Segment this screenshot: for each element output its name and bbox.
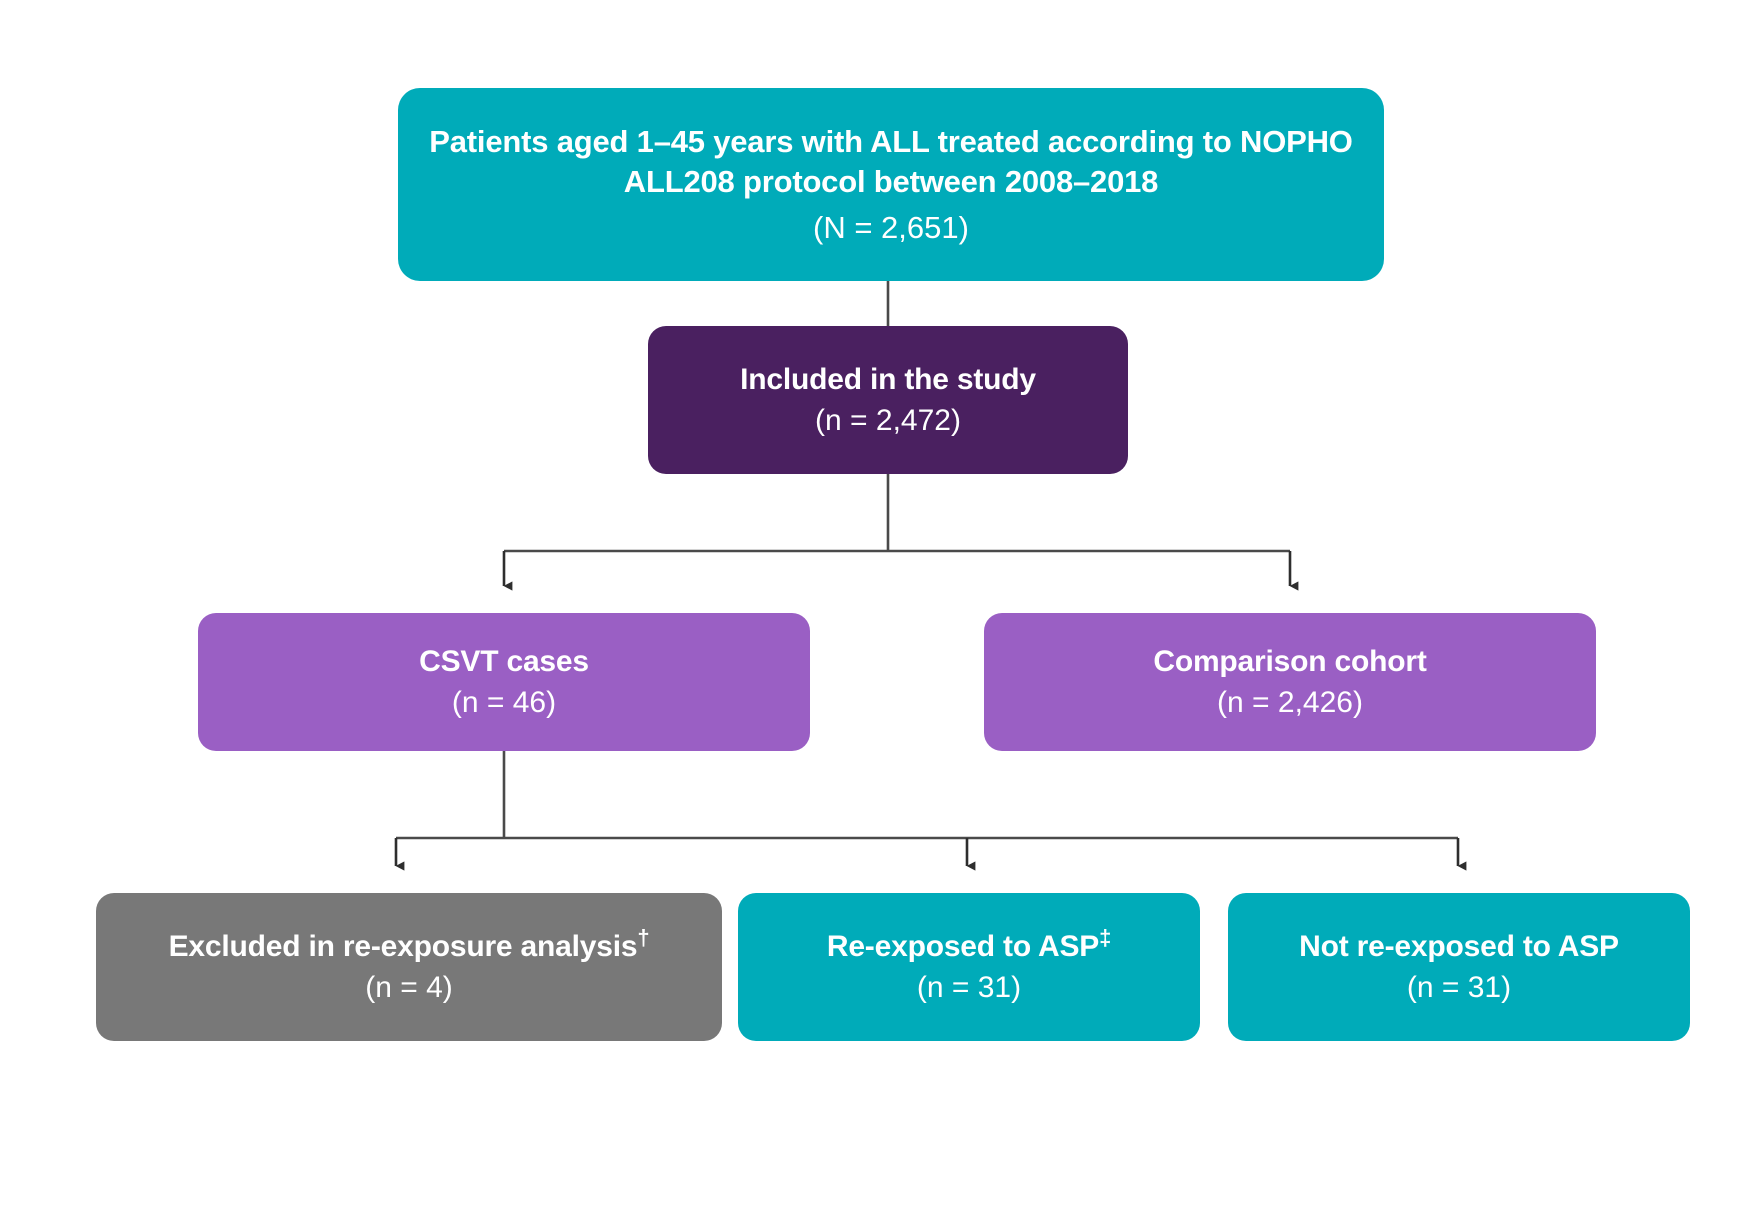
node-reexposed-title-text: Re-exposed to ASP: [826, 929, 1100, 963]
edge-included-to-children: [502, 474, 1299, 591]
node-excluded-title: Excluded in re-exposure analysis†: [168, 924, 650, 965]
node-not-reexposed-to-asp[interactable]: Not re-exposed to ASP (n = 31): [1228, 893, 1690, 1041]
node-csvt-count: (n = 46): [451, 686, 557, 719]
node-reexposed-count: (n = 31): [916, 971, 1022, 1004]
node-excluded-reexposure-analysis[interactable]: Excluded in re-exposure analysis† (n = 4…: [96, 893, 722, 1041]
node-csvt-cases[interactable]: CSVT cases (n = 46): [198, 613, 810, 751]
dagger-marker-icon: †: [637, 924, 650, 950]
node-reexposed-title: Re-exposed to ASP‡: [826, 924, 1112, 965]
double-dagger-marker-icon: ‡: [1099, 924, 1112, 950]
node-notreexposed-title: Not re-exposed to ASP: [1299, 929, 1619, 963]
node-included-in-study[interactable]: Included in the study (n = 2,472): [648, 326, 1128, 474]
node-notreexposed-count: (n = 31): [1406, 971, 1512, 1004]
node-excluded-count: (n = 4): [365, 971, 453, 1004]
node-included-count: (n = 2,472): [815, 404, 961, 437]
node-screened-population[interactable]: Patients aged 1–45 years with ALL treate…: [398, 88, 1384, 281]
node-comparison-cohort[interactable]: Comparison cohort (n = 2,426): [984, 613, 1596, 751]
node-csvt-title: CSVT cases: [419, 644, 589, 678]
edge-csvt-to-children: [394, 751, 1467, 871]
node-comparison-title: Comparison cohort: [1153, 644, 1427, 678]
node-included-title: Included in the study: [740, 362, 1036, 396]
node-comparison-count: (n = 2,426): [1217, 686, 1363, 719]
node-reexposed-to-asp[interactable]: Re-exposed to ASP‡ (n = 31): [738, 893, 1200, 1041]
node-screened-title: Patients aged 1–45 years with ALL treate…: [429, 123, 1353, 200]
node-screened-count: (N = 2,651): [813, 209, 969, 245]
node-excluded-title-text: Excluded in re-exposure analysis: [168, 929, 638, 963]
